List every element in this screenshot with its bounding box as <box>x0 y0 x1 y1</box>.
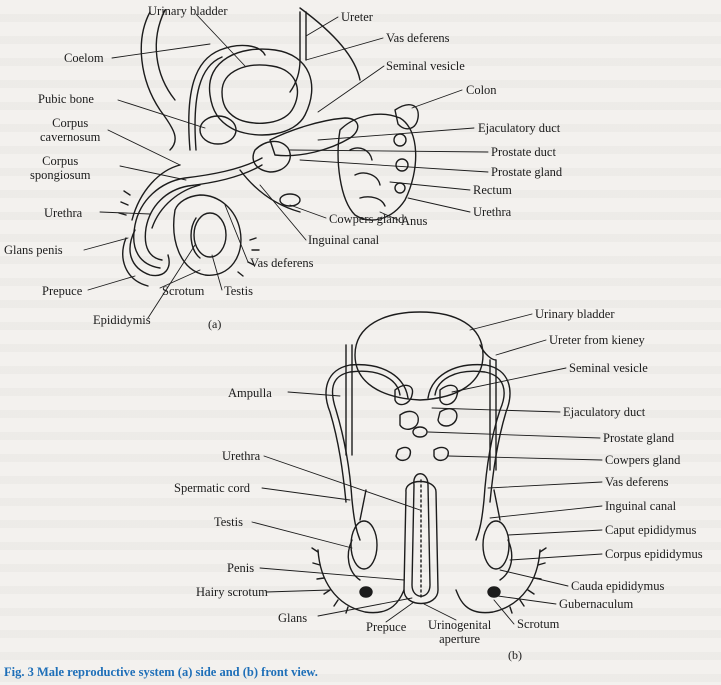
figure-caption: Fig. 3 Male reproductive system (a) side… <box>4 665 318 679</box>
label-b-urethra: Urethra <box>222 449 261 463</box>
label-b-gubernaculum: Gubernaculum <box>559 597 634 611</box>
label-b-testis: Testis <box>214 515 243 529</box>
label-a-epididymis: Epididymis <box>93 313 151 327</box>
front-bladder-shape <box>354 311 484 401</box>
penis-shape <box>411 473 431 597</box>
hairy-scrotum-shape <box>317 549 405 614</box>
label-a-corpus-spongiosum: Corpus spongiosum <box>30 154 91 182</box>
subtitle-b: (b) <box>508 648 522 662</box>
label-a-colon: Colon <box>466 83 497 97</box>
bladder-shape <box>208 48 313 136</box>
label-b-cauda-epididymus: Cauda epididymus <box>571 579 665 593</box>
label-b-ejaculatory-duct: Ejaculatory duct <box>563 405 646 419</box>
label-b-vas-deferens: Vas deferens <box>605 475 669 489</box>
label-b-inguinal-canal: Inguinal canal <box>605 499 677 513</box>
label-a-vas-deferens-bottom: Vas deferens <box>250 256 314 270</box>
label-b-hairy-scrotum: Hairy scrotum <box>196 585 268 599</box>
label-b-seminal-vesicle: Seminal vesicle <box>569 361 648 375</box>
label-b-cowpers-gland: Cowpers gland <box>605 453 681 467</box>
label-b-prostate-gland: Prostate gland <box>603 431 675 445</box>
label-a-coelom: Coelom <box>64 51 104 65</box>
label-a-prepuce: Prepuce <box>42 284 83 298</box>
side-scrotum-shape <box>173 194 242 276</box>
label-a-corpus-cavernosum: Corpus cavernosum <box>40 116 101 144</box>
label-b-spermatic-cord: Spermatic cord <box>174 481 251 495</box>
label-b-corpus-epididymus: Corpus epididymus <box>605 547 703 561</box>
label-a-prostate-duct: Prostate duct <box>491 145 556 159</box>
label-a-pubic-bone: Pubic bone <box>38 92 94 106</box>
label-b-glans: Glans <box>278 611 308 625</box>
label-b-caput-epididymus: Caput epididymus <box>605 523 697 537</box>
label-b-urinary-bladder: Urinary bladder <box>535 307 615 321</box>
label-a-seminal-vesicle: Seminal vesicle <box>386 59 465 73</box>
label-a-rectum: Rectum <box>473 183 512 197</box>
label-a-testis: Testis <box>224 284 253 298</box>
label-a-scrotum: Scrotum <box>162 284 205 298</box>
label-b-penis: Penis <box>227 561 255 575</box>
label-a-cowpers-gland: Cowpers gland <box>329 212 405 226</box>
label-b-prepuce: Prepuce <box>366 620 407 634</box>
label-b-scrotum: Scrotum <box>517 617 560 631</box>
side-view-leaders <box>83 13 489 319</box>
label-a-urinary-bladder: Urinary bladder <box>148 4 228 18</box>
label-b-ampulla: Ampulla <box>228 386 272 400</box>
label-a-urethra-right: Urethra <box>473 205 512 219</box>
front-view-illustration <box>311 311 547 614</box>
label-a-anus: Anus <box>401 214 428 228</box>
label-a-urethra-left: Urethra <box>44 206 83 220</box>
label-b-ureter-from-kidney: Ureter from kieney <box>549 333 645 347</box>
label-a-inguinal-canal: Inguinal canal <box>308 233 380 247</box>
label-a-ejaculatory-duct: Ejaculatory duct <box>478 121 561 135</box>
subtitle-a: (a) <box>208 317 222 331</box>
label-a-glans-penis: Glans penis <box>4 243 63 257</box>
pubic-bone-shape <box>199 115 237 145</box>
label-a-vas-deferens-top: Vas deferens <box>386 31 450 45</box>
rectum-shape <box>337 113 417 221</box>
side-view-illustration <box>118 7 419 287</box>
front-right-testis-shape <box>482 520 510 570</box>
front-left-testis-shape <box>350 520 378 570</box>
label-a-prostate-gland: Prostate gland <box>491 165 563 179</box>
front-view-leaders <box>251 313 603 625</box>
label-b-urinogenital-aperture: Urinogenital aperture <box>428 618 492 646</box>
label-a-ureter: Ureter <box>341 10 373 24</box>
side-testis-shape <box>193 212 227 258</box>
